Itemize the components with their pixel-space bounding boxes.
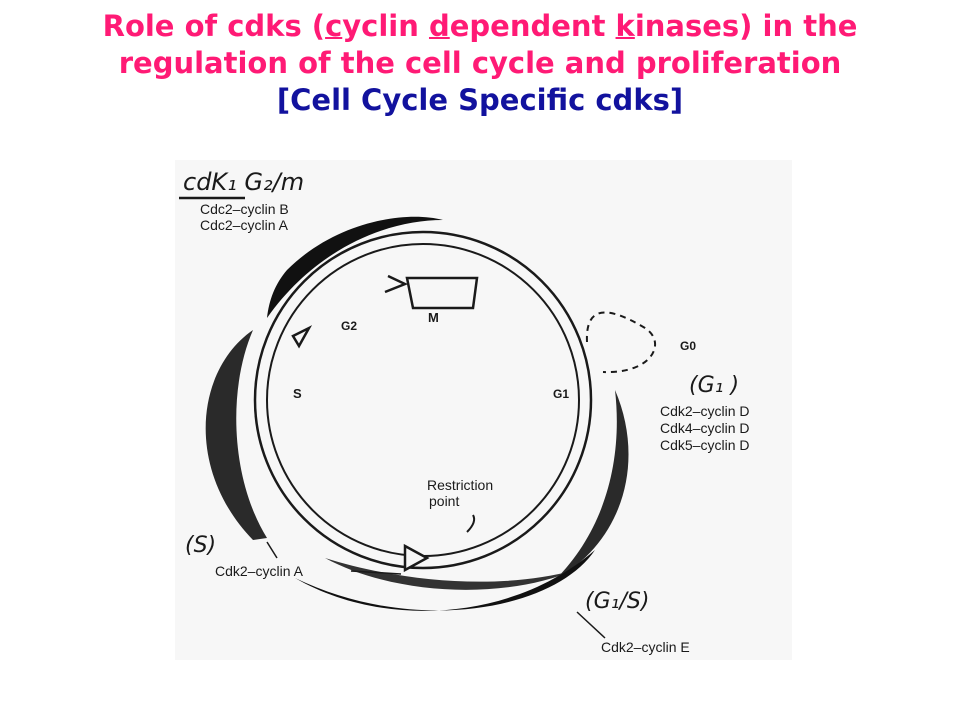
g2-to-m-arrow xyxy=(384,274,409,294)
g2m-item-2: Cdc2–cyclin A xyxy=(200,217,289,233)
slide-title: Role of cdks (cyclin dependent kinases) … xyxy=(0,8,960,119)
restriction-pointer xyxy=(466,514,476,533)
phase-g0-label: G0 xyxy=(680,339,696,353)
m-phase-box xyxy=(405,276,479,310)
cell-cycle-diagram: M G2 S G1 G0 Restriction point cdK₁ G₂/m… xyxy=(179,168,749,655)
g1s-heading: (G₁/S) xyxy=(585,589,649,614)
cycle-outer-ring xyxy=(253,230,593,570)
g2m-cyclin-crescent xyxy=(267,216,443,318)
s-heading: (S) xyxy=(185,533,216,558)
g2m-heading: cdK₁ G₂/m xyxy=(183,168,304,196)
g2m-item-1: Cdc2–cyclin B xyxy=(200,201,289,217)
restriction-label-line1: Restriction xyxy=(427,477,493,493)
g1-item-3: Cdk5–cyclin D xyxy=(660,437,749,453)
title-line-1: Role of cdks (cyclin dependent kinases) … xyxy=(102,9,858,43)
s-item-line xyxy=(350,570,402,575)
g1s-item: Cdk2–cyclin E xyxy=(601,639,690,655)
g1-cyclin-crescent xyxy=(555,390,629,580)
s-item-pointer xyxy=(266,541,278,559)
g1-item-1: Cdk2–cyclin D xyxy=(660,403,749,419)
restriction-label-line2: point xyxy=(429,493,459,509)
cell-cycle-figure: M G2 S G1 G0 Restriction point cdK₁ G₂/m… xyxy=(175,160,792,660)
g1-item-2: Cdk4–cyclin D xyxy=(660,420,749,436)
s-cyclin-crescent xyxy=(205,330,267,540)
g1s-hatched-band xyxy=(325,558,575,590)
s-item: Cdk2–cyclin A xyxy=(215,563,304,579)
phase-s-label: S xyxy=(293,386,302,401)
g1s-item-pointer xyxy=(576,611,606,639)
title-line-3: [Cell Cycle Specific cdks] xyxy=(276,83,684,117)
s-to-g2-arrow xyxy=(291,325,313,349)
g1s-cyclin-crescent xyxy=(295,550,595,611)
g0-loop xyxy=(585,311,656,374)
phase-g2-label: G2 xyxy=(341,319,357,333)
g1-heading: (G₁ ) xyxy=(689,373,739,398)
phase-g1-label: G1 xyxy=(553,387,569,401)
restriction-arrow xyxy=(403,543,430,573)
phase-m-label: M xyxy=(428,310,439,325)
title-line-2: regulation of the cell cycle and prolife… xyxy=(118,46,842,80)
